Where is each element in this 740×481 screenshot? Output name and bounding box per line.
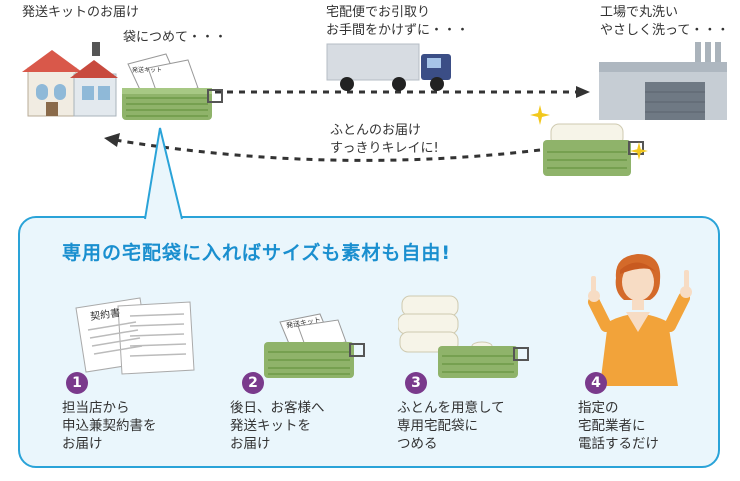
delivery-truck-icon bbox=[326, 43, 451, 91]
futon-and-bag-icon bbox=[398, 295, 529, 378]
step-2-line: 発送キットを bbox=[230, 418, 311, 434]
step-1-line: 申込兼契約書を bbox=[62, 418, 157, 434]
svg-text:発送キット: 発送キット bbox=[132, 66, 162, 74]
send-kit-label: 発送キットのお届け bbox=[22, 5, 140, 20]
step-4-line: 宅配業者に bbox=[578, 418, 646, 434]
factory-label-line2: やさしく洗って・・・ bbox=[600, 23, 730, 38]
step-2-badge: 2 bbox=[242, 372, 264, 394]
step-3-line: ふとんを用意して bbox=[397, 400, 505, 416]
kit-bag-icon bbox=[264, 313, 365, 378]
sparkle-icon bbox=[530, 105, 550, 125]
packed-futon-bag-icon: 発送キット bbox=[122, 53, 223, 120]
step-2-line: お届け bbox=[230, 436, 271, 452]
clean-futon-bag-icon bbox=[543, 123, 644, 176]
sparkle-icon bbox=[630, 142, 648, 160]
pickup-label-line1: 宅配便でお引取り bbox=[326, 5, 431, 20]
step-2-text: 後日、お客様へ 発送キットを お届け bbox=[230, 399, 325, 453]
delivery-flow-diagram bbox=[104, 86, 590, 162]
step-3-text: ふとんを用意して 専用宅配袋に つめる bbox=[397, 399, 505, 453]
steps-panel: 専用の宅配袋に入ればサイズも素材も自由! 契約書 発送キット bbox=[18, 216, 720, 468]
step-4-line: 電話するだけ bbox=[578, 436, 659, 452]
factory-label-line1: 工場で丸洗い bbox=[600, 5, 679, 20]
step-1-line: 担当店から bbox=[62, 400, 130, 416]
return-label-line1: ふとんのお届け bbox=[330, 123, 422, 138]
return-arrow bbox=[104, 133, 541, 162]
pack-label: 袋につめて・・・ bbox=[123, 30, 228, 45]
pickup-label-line2: お手間をかけずに・・・ bbox=[326, 23, 470, 38]
step-4-line: 指定の bbox=[578, 400, 619, 416]
house-icon bbox=[22, 42, 118, 117]
step-3-line: 専用宅配袋に bbox=[397, 418, 478, 434]
step-3-badge: 3 bbox=[405, 372, 427, 394]
forward-arrow bbox=[215, 86, 590, 98]
panel-title: 専用の宅配袋に入ればサイズも素材も自由! bbox=[62, 242, 452, 264]
step-4-text: 指定の 宅配業者に 電話するだけ bbox=[578, 399, 659, 453]
return-label-line2: すっきりキレイに! bbox=[330, 141, 439, 156]
person-pointing-icon bbox=[588, 254, 692, 386]
step-1-text: 担当店から 申込兼契約書を お届け bbox=[62, 399, 157, 453]
step-1-line: お届け bbox=[62, 436, 103, 452]
step-4-badge: 4 bbox=[585, 372, 607, 394]
contract-document-icon bbox=[75, 297, 195, 375]
step-1-badge: 1 bbox=[66, 372, 88, 394]
step-3-line: つめる bbox=[397, 436, 438, 452]
step-2-line: 後日、お客様へ bbox=[230, 400, 325, 416]
factory-icon bbox=[599, 42, 727, 120]
